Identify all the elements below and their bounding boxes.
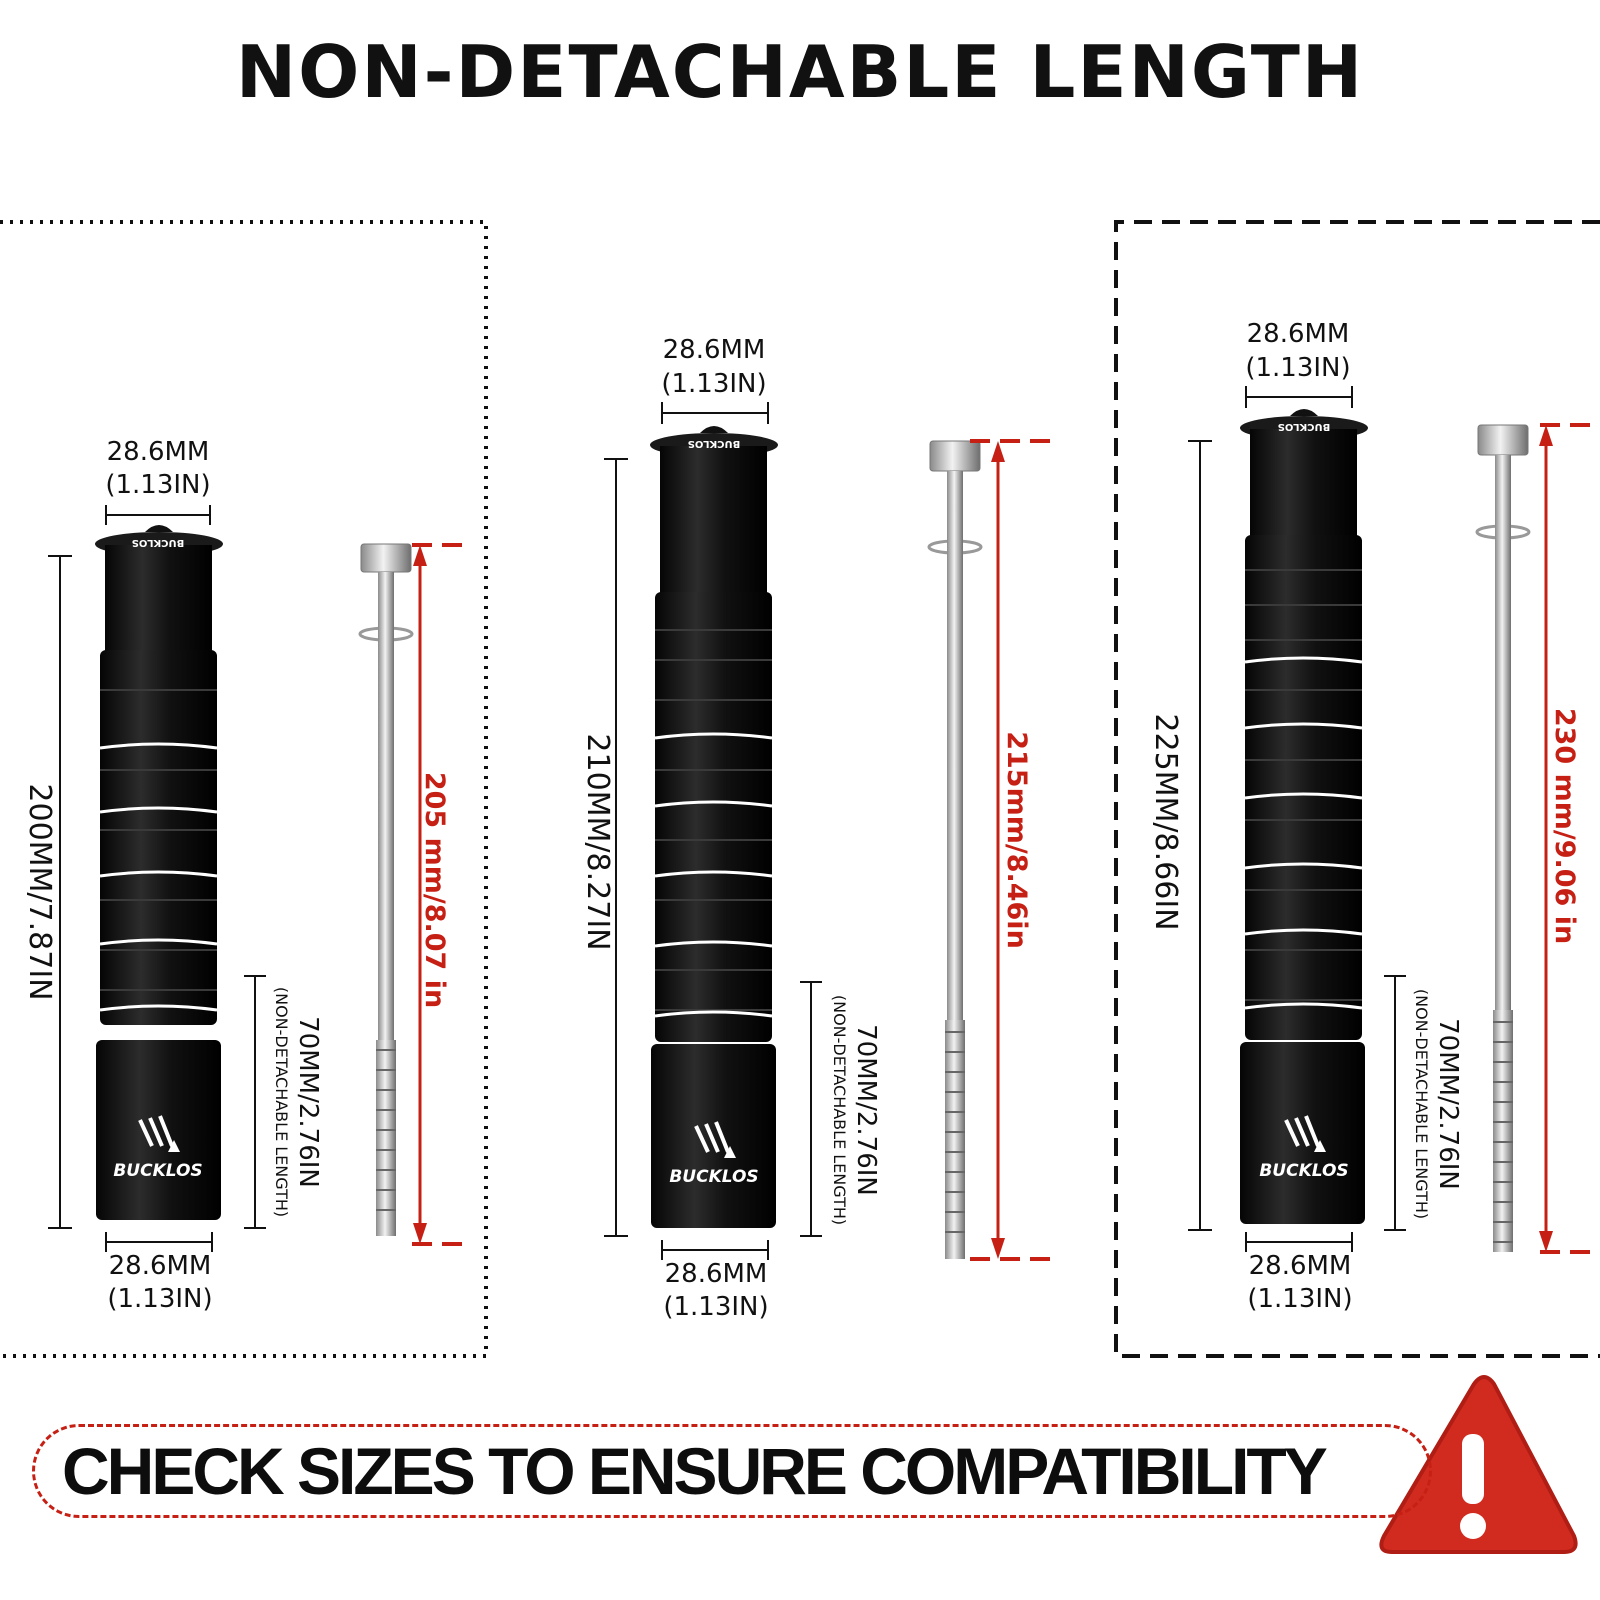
spacer-stack [100, 650, 217, 1025]
top-diameter-mm: 28.6MM [1247, 319, 1350, 349]
bolt-length: 230 mm/9.06 in [1549, 708, 1580, 944]
spacer-tube-top [660, 446, 767, 594]
base-brand: BUCKLOS [1259, 1161, 1348, 1181]
bottom-diameter-mm: 28.6MM [109, 1251, 212, 1281]
bucklos-logo-icon [694, 1121, 730, 1153]
bottom-diameter-in: (1.13IN) [107, 1284, 212, 1314]
bottom-diameter-mm: 28.6MM [665, 1259, 768, 1289]
top-diameter-in: (1.13IN) [661, 369, 766, 399]
spacer-tube-top [105, 545, 212, 652]
base-brand: BUCKLOS [113, 1161, 202, 1181]
warning-triangle-icon [1379, 1375, 1578, 1554]
dotted-panel-border [0, 220, 488, 1358]
page-title: NON-DETACHABLE LENGTH [235, 30, 1365, 114]
top-diameter-in: (1.13IN) [105, 470, 210, 500]
bolt [927, 440, 983, 1259]
spacer-tube-top [1250, 429, 1357, 537]
total-height: 210MM/8.27IN [580, 733, 615, 950]
spacer-stack [655, 592, 772, 1042]
non-detachable-note: (NON-DETACHABLE LENGTH) [830, 995, 849, 1225]
top-diameter-mm: 28.6MM [107, 437, 210, 467]
bottom-diameter-in: (1.13IN) [663, 1292, 768, 1322]
bottom-diameter-mm: 28.6MM [1249, 1251, 1352, 1281]
bucklos-logo-icon [1284, 1115, 1320, 1147]
product-1: 28.6MM (1.13IN) BUCKLOS BUCKLOS 200MM/7.… [22, 437, 470, 1314]
cap-brand: BUCKLOS [688, 438, 741, 449]
cap-brand: BUCKLOS [1278, 421, 1331, 432]
bolt-length: 215mm/8.46in [1001, 731, 1032, 949]
compatibility-banner [32, 1424, 1432, 1518]
non-detachable-length: 70MM/2.76IN [293, 1016, 323, 1188]
top-diameter-mm: 28.6MM [663, 335, 766, 365]
product-3: 28.6MM (1.13IN) BUCKLOS BUCKLOS 225MM/8.… [1148, 319, 1600, 1314]
base-tube [96, 1040, 221, 1220]
bucklos-logo-icon [138, 1115, 174, 1147]
non-detachable-note: (NON-DETACHABLE LENGTH) [1412, 989, 1431, 1219]
dashed-panel-border [1114, 220, 1600, 1358]
cap-brand: BUCKLOS [132, 537, 185, 548]
non-detachable-length: 70MM/2.76IN [1433, 1018, 1463, 1190]
base-brand: BUCKLOS [669, 1167, 758, 1187]
bolt [1475, 424, 1531, 1252]
spacer-stack [1245, 535, 1362, 1040]
bolt [358, 543, 414, 1236]
total-height: 200MM/7.87IN [22, 783, 57, 1000]
total-height: 225MM/8.66IN [1148, 713, 1183, 930]
non-detachable-length: 70MM/2.76IN [851, 1024, 881, 1196]
bottom-diameter-in: (1.13IN) [1247, 1284, 1352, 1314]
top-diameter-in: (1.13IN) [1245, 353, 1350, 383]
base-tube [651, 1044, 776, 1228]
compatibility-banner-text: CHECK SIZES TO ENSURE COMPATIBILITY [62, 1434, 1328, 1508]
bolt-length: 205 mm/8.07 in [419, 772, 450, 1008]
non-detachable-note: (NON-DETACHABLE LENGTH) [272, 987, 291, 1217]
product-2: 28.6MM (1.13IN) BUCKLOS BUCKLOS 210MM/8.… [580, 335, 1058, 1322]
